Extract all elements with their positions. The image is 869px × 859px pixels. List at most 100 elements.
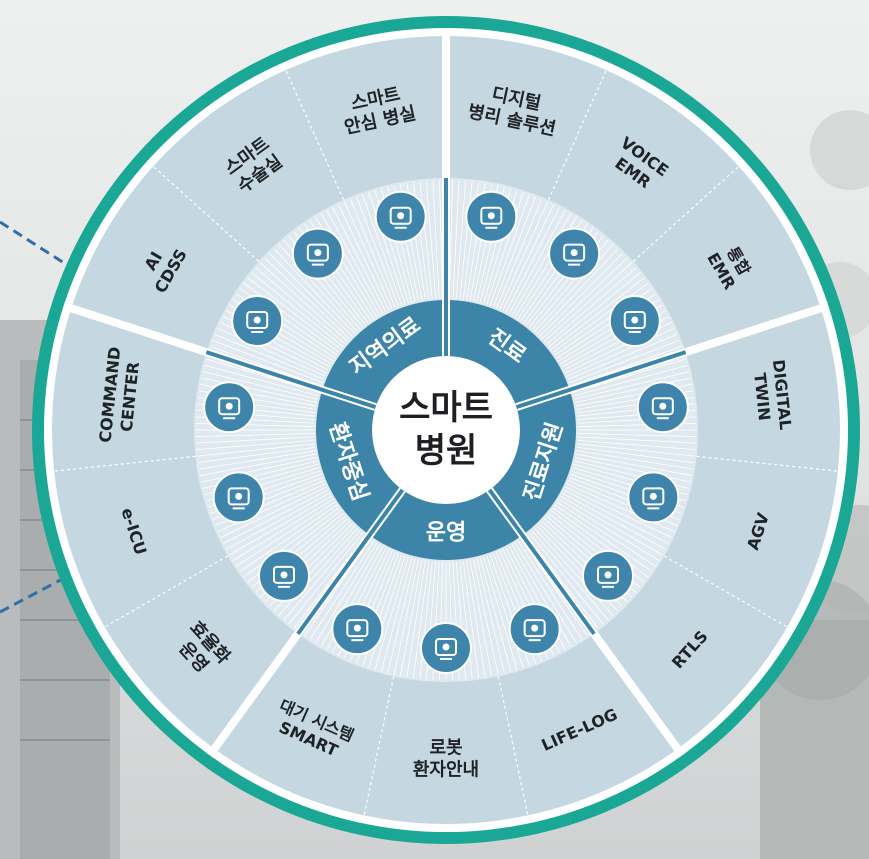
hatch-line — [577, 443, 695, 457]
hatch-line — [239, 504, 338, 572]
hatch-line — [400, 559, 423, 676]
category-divider-blue — [487, 488, 596, 636]
hatch-line — [226, 492, 331, 550]
hatch-line — [202, 371, 318, 400]
hatch-line — [548, 272, 641, 348]
hatch-line — [356, 196, 400, 307]
hatch-line — [196, 436, 315, 444]
hatch-line — [511, 544, 572, 647]
hatch-line — [567, 333, 678, 380]
efficiency-gear-icon — [257, 549, 310, 602]
hatch-line — [462, 560, 480, 678]
hatch-line — [214, 333, 325, 380]
hatch-line — [243, 282, 340, 353]
hatch-line — [561, 492, 666, 550]
hatch-line — [243, 507, 340, 578]
hatch-line — [492, 196, 536, 307]
hatch-line — [229, 495, 332, 556]
hatch-line — [552, 282, 649, 353]
hatch-line — [419, 181, 433, 299]
hatch-line — [315, 542, 378, 644]
digital-twin-icon — [636, 381, 689, 434]
hatch-line — [264, 257, 351, 340]
hatch-line — [220, 486, 328, 538]
hatch-line — [560, 495, 663, 556]
hatch-line — [387, 558, 416, 674]
hatch-line — [479, 557, 512, 672]
hatch-line — [459, 561, 473, 679]
ai-cdss-icon — [231, 295, 284, 347]
hatch-line — [575, 457, 691, 483]
hatch-line — [326, 210, 384, 315]
hatch-line — [508, 210, 566, 315]
hatch-line — [569, 340, 680, 384]
hatch-line — [563, 489, 669, 544]
hatch-line — [552, 507, 649, 578]
hatch-line — [201, 457, 317, 483]
hatch-line — [201, 377, 317, 403]
agv-icon — [627, 471, 680, 524]
hatch-line — [486, 192, 524, 305]
hatch-line — [197, 443, 315, 457]
voice-emr-icon — [548, 227, 601, 280]
hatch-line — [466, 560, 486, 677]
hatch-line — [368, 555, 406, 668]
command-center-icon — [203, 381, 256, 434]
hatch-line — [505, 207, 560, 313]
hatch-line — [554, 504, 653, 572]
hatch-line — [546, 267, 637, 345]
hatch-line — [320, 213, 381, 316]
hatch-line — [338, 204, 390, 312]
hatch-line — [320, 544, 381, 647]
hatch-line — [564, 486, 672, 538]
hatch-line — [511, 213, 572, 316]
integrated-emr-icon — [608, 295, 661, 347]
hatch-line — [273, 248, 356, 335]
hatch-line — [196, 433, 315, 437]
hatch-line — [223, 489, 329, 544]
hatch-line — [534, 527, 614, 617]
hatch-line — [577, 433, 696, 437]
center-title-line2: 병원 — [415, 431, 478, 471]
dashed-connector-top — [0, 220, 73, 270]
hatch-line — [556, 501, 656, 567]
center-title-line1: 스마트 — [399, 388, 493, 428]
hatch-line — [412, 560, 430, 678]
hatch-line — [217, 327, 326, 377]
hatch-line — [452, 180, 460, 299]
hatch-line — [198, 446, 316, 464]
wireless-signal-icon — [331, 603, 384, 656]
hatch-line — [531, 530, 609, 621]
hatch-line — [380, 557, 413, 672]
category-divider-blue — [515, 350, 687, 410]
hatch-line — [432, 180, 440, 299]
hatch-line — [496, 198, 543, 309]
hatch-line — [574, 371, 690, 400]
hatch-line — [200, 453, 317, 476]
life-log-icon — [508, 603, 561, 656]
hatch-line — [425, 180, 437, 299]
surgery-bed-icon — [291, 227, 344, 280]
hatch-line — [541, 257, 628, 340]
hatch-line — [204, 364, 319, 397]
e-icu-cube-icon — [212, 471, 265, 524]
hatch-line — [528, 532, 604, 625]
hatch-line — [566, 327, 675, 377]
hatch-line — [278, 243, 358, 333]
category-divider-blue — [296, 488, 405, 636]
hatch-line — [278, 527, 358, 617]
hatch-line — [576, 450, 693, 470]
hatch-line — [476, 558, 505, 674]
hatch-line — [550, 277, 645, 350]
hatch-line — [499, 201, 549, 310]
hatch-line — [343, 201, 393, 310]
hatch-line — [566, 483, 675, 533]
hatch-line — [489, 194, 530, 306]
sector-icons — [203, 190, 689, 674]
hatch-line — [536, 248, 619, 335]
hatch-line — [362, 194, 403, 306]
hatch-line — [543, 262, 633, 342]
category-dividers — [62, 28, 830, 758]
